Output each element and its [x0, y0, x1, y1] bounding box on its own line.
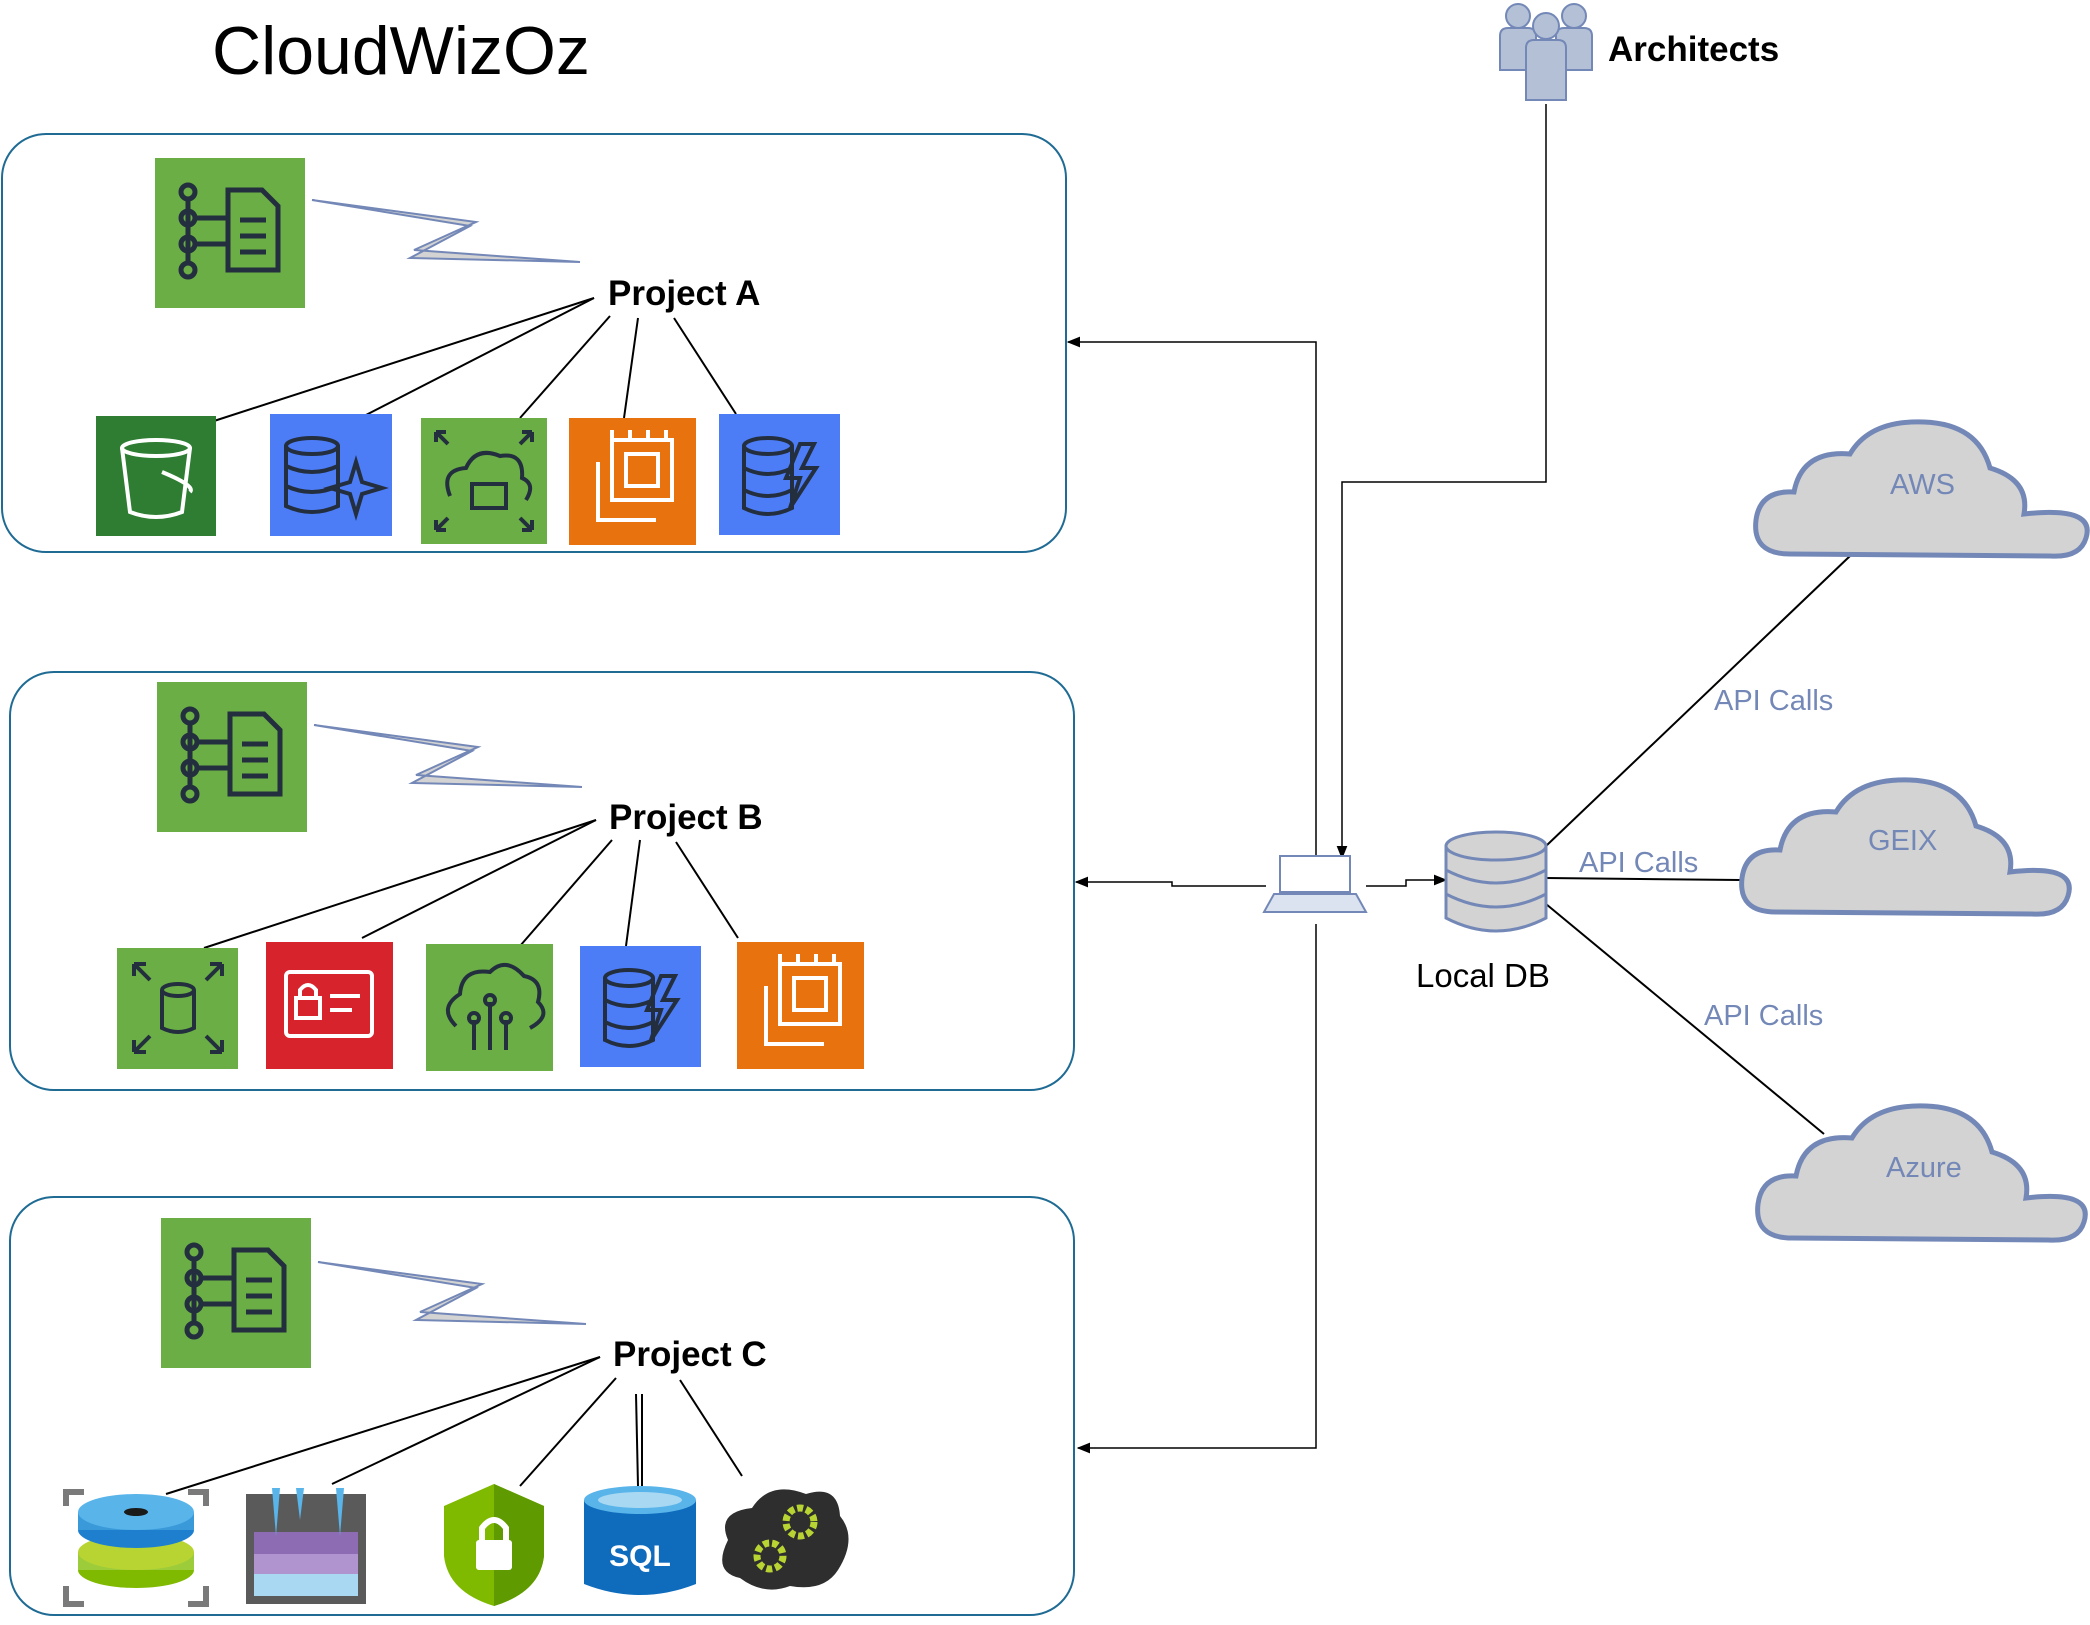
- identity-badge-lock-icon: [266, 942, 393, 1069]
- cloudformation-template-icon: [157, 682, 307, 832]
- hub-connectors: [1066, 104, 1547, 1454]
- cloudformation-template-icon: [155, 158, 305, 308]
- svg-text:SQL: SQL: [609, 1540, 671, 1573]
- azure-disks-icon: [63, 1489, 209, 1607]
- project-b-container: [9, 671, 1075, 1091]
- project-a-links: [213, 297, 737, 422]
- geix-cloud-label: GEIX: [1868, 825, 1938, 857]
- project-b-links: [203, 819, 739, 949]
- project-c-links: [165, 1356, 743, 1495]
- ec2-instance-icon: [737, 942, 864, 1069]
- azure-sql-database-icon: SQL: [584, 1486, 696, 1595]
- cloudformation-template-icon: [161, 1218, 311, 1368]
- elastic-storage-icon: [117, 948, 238, 1069]
- api-calls-label-geix: API Calls: [1579, 847, 1699, 879]
- geix-cloud: [1739, 777, 2072, 917]
- database-icon: [1444, 830, 1548, 933]
- project-c-label: Project C: [613, 1335, 767, 1374]
- aws-cloud-label: AWS: [1890, 469, 1955, 501]
- aws-cloud: [1753, 419, 2090, 559]
- users-group-icon: [1499, 3, 1593, 101]
- project-a-label: Project A: [608, 274, 761, 313]
- dynamodb-icon: [580, 946, 701, 1067]
- s3-bucket-icon: [96, 416, 216, 536]
- dynamodb-icon: [719, 414, 840, 535]
- zigzag-connector-a: [311, 199, 581, 263]
- diagram-title: CloudWizOz: [212, 13, 590, 89]
- zigzag-connector-c: [317, 1261, 587, 1325]
- azure-cloud: [1755, 1103, 2088, 1243]
- project-a-container: [1, 133, 1067, 553]
- cloud-services-gears-icon: [722, 1489, 849, 1590]
- cloud-folder-icon: [421, 418, 547, 544]
- api-links: [1545, 555, 1851, 1135]
- laptop-icon: [1262, 855, 1368, 913]
- azure-cloud-label: Azure: [1886, 1152, 1962, 1184]
- azure-security-shield-icon: [444, 1484, 544, 1606]
- local-db-label: Local DB: [1416, 957, 1550, 994]
- architects-label: Architects: [1608, 30, 1780, 69]
- project-b-label: Project B: [609, 798, 763, 837]
- api-calls-label-aws: API Calls: [1714, 685, 1834, 717]
- ec2-instance-icon: [569, 418, 696, 545]
- database-sparkle-icon: [270, 414, 392, 536]
- azure-data-lake-icon: [246, 1488, 366, 1604]
- api-calls-label-azure: API Calls: [1704, 1000, 1824, 1032]
- project-c-container: [9, 1196, 1075, 1616]
- cloud-iot-icon: [426, 944, 553, 1071]
- zigzag-connector-b: [313, 724, 583, 788]
